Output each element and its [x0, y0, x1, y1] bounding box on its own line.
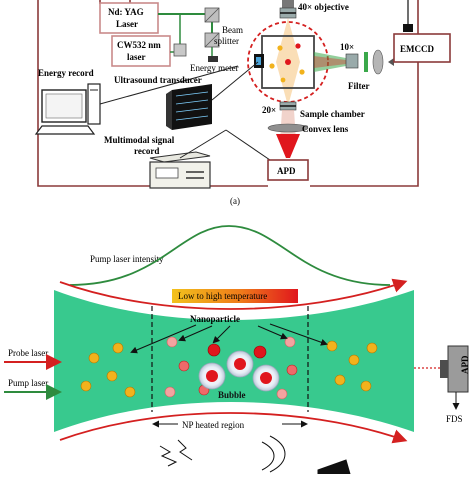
- nanoparticles: [80, 336, 378, 400]
- apd-path: Convex lens APD: [267, 110, 349, 181]
- emccd-label: EMCCD: [400, 44, 434, 54]
- ndyag-label: Nd: YAG: [108, 7, 144, 17]
- objective-40x-label: 40× objective: [298, 2, 349, 12]
- apd-top-label: APD: [277, 166, 296, 176]
- pump-intensity-label: Pump laser intensity: [90, 254, 164, 264]
- sample-region: 20× Sample chamber: [247, 18, 365, 119]
- emccd-camera: EMCCD: [393, 33, 451, 63]
- sample-chamber-label: Sample chamber: [300, 109, 365, 119]
- filter-label: Filter: [348, 81, 370, 91]
- ndyag-laser: Nd: YAG Laser: [99, 2, 159, 34]
- acoustic-emission: [159, 435, 351, 475]
- emccd-connector: [403, 0, 413, 32]
- pump-intensity-curve: Pump laser intensity: [69, 225, 391, 286]
- convex-lens-label: Convex lens: [302, 124, 349, 134]
- input-lasers: Probe laser Pump laser: [4, 348, 62, 400]
- pump-laser-label: Pump laser: [8, 378, 48, 388]
- temperature-legend: Low to high temperature: [172, 289, 298, 303]
- output-apd: APD FDS: [414, 345, 470, 424]
- energy-record-label: Energy record: [38, 68, 94, 78]
- nanoparticle-label: Nanoparticle: [190, 314, 240, 324]
- multimodal-label: Multimodal signal: [104, 135, 175, 145]
- bubbles: [198, 350, 280, 392]
- objective-40x: 40× objective: [279, 0, 349, 19]
- beam-splitter-label-2: splitter: [214, 36, 239, 46]
- objective-20x-label: 20×: [262, 105, 276, 115]
- imaging-path: 10× Filter: [314, 42, 394, 91]
- multimodal-label-2: record: [134, 146, 159, 156]
- ultrasound-label: Ultrasound transducer: [114, 75, 202, 85]
- probe-laser-label: Probe laser: [8, 348, 48, 358]
- nanoparticle-annotation: Nanoparticle Bubble: [130, 314, 328, 400]
- cw532-label: CW532 nm: [117, 40, 161, 50]
- energy-meter-label: Energy meter: [190, 63, 239, 73]
- objective-10x-label: 10×: [340, 42, 354, 52]
- cw532-laser: CW532 nm laser: [111, 35, 171, 67]
- beam-splitter-label: Beam: [222, 25, 243, 35]
- cw532-label-2: laser: [127, 52, 146, 62]
- caption-a: (a): [230, 196, 240, 206]
- fds-label: FDS: [446, 414, 463, 424]
- np-heated-region: NP heated region: [152, 420, 308, 430]
- beam-splitter: Beam splitter: [173, 7, 243, 57]
- ultrasound-transducer: Ultrasound transducer Multimodal signal …: [104, 61, 259, 156]
- apd-bottom-label: APD: [460, 355, 470, 374]
- np-heated-region-label: NP heated region: [182, 420, 245, 430]
- signal-recorder: [149, 129, 271, 189]
- bubble-label: Bubble: [218, 390, 246, 400]
- energy-record-computer: Energy record: [34, 65, 239, 135]
- ndyag-label-2: Laser: [116, 19, 138, 29]
- energy-meter: Energy meter: [190, 56, 239, 73]
- temperature-legend-label: Low to high temperature: [178, 291, 267, 301]
